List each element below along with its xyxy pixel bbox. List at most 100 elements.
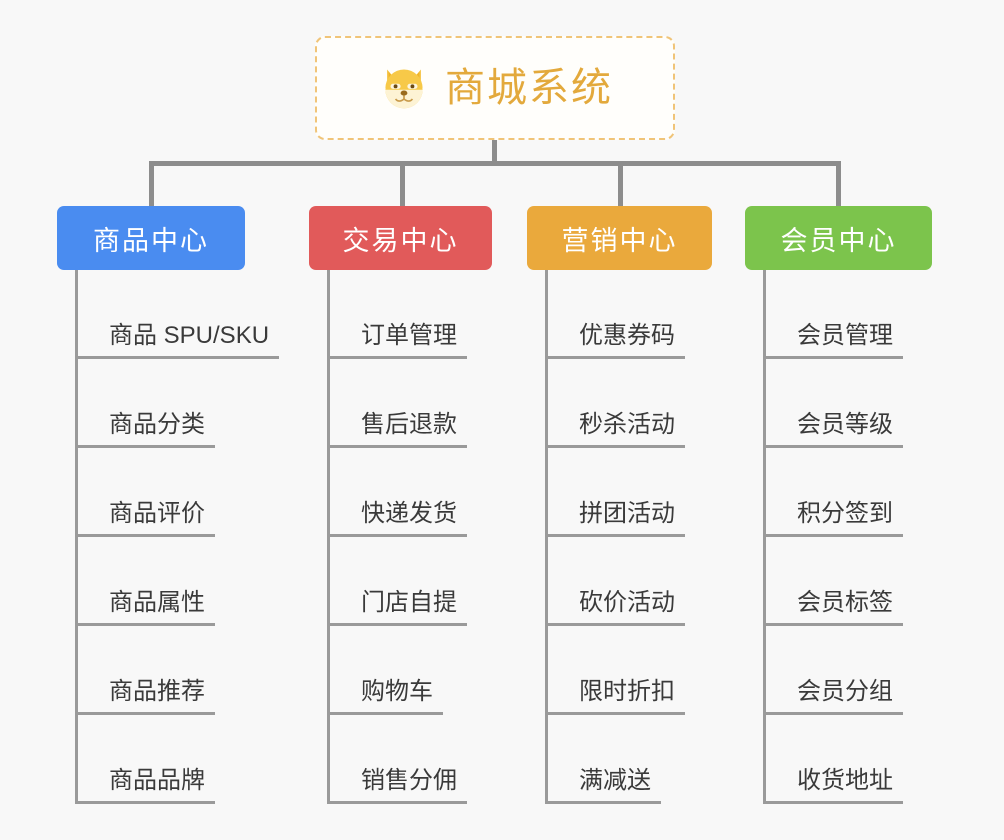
branch-column-4: 会员中心 会员管理 会员等级 积分签到 会员标签 会员分组 收货地址 (745, 206, 932, 804)
leaf-item[interactable]: 售后退款 (327, 359, 492, 448)
category-label: 商品中心 (93, 225, 209, 256)
leaf-underline (763, 712, 903, 715)
leaf-underline (75, 801, 215, 804)
leaf-underline (75, 534, 215, 537)
leaf-label: 满减送 (579, 767, 651, 794)
leaf-item[interactable]: 积分签到 (763, 448, 932, 537)
branch-column-3: 营销中心 优惠券码 秒杀活动 拼团活动 砍价活动 限时折扣 满减送 (527, 206, 712, 804)
connector-trunk (492, 140, 497, 164)
connector-drop-3 (618, 161, 623, 206)
leaf-item[interactable]: 秒杀活动 (545, 359, 712, 448)
leaf-label: 砍价活动 (579, 589, 675, 616)
leaf-item[interactable]: 收货地址 (763, 715, 932, 804)
leaf-spine (327, 270, 330, 804)
leaf-label: 商品 SPU/SKU (109, 322, 270, 349)
leaf-item[interactable]: 销售分佣 (327, 715, 492, 804)
leaf-list-1: 商品 SPU/SKU 商品分类 商品评价 商品属性 商品推荐 商品品牌 (75, 270, 280, 804)
category-header-1[interactable]: 商品中心 (57, 206, 245, 270)
connector-drop-4 (836, 161, 841, 206)
leaf-item[interactable]: 拼团活动 (545, 448, 712, 537)
connector-drop-2 (400, 161, 405, 206)
root-node[interactable]: 商城系统 (315, 36, 675, 140)
leaf-item[interactable]: 商品分类 (75, 359, 245, 448)
leaf-label: 积分签到 (797, 500, 893, 527)
leaf-list-4: 会员管理 会员等级 积分签到 会员标签 会员分组 收货地址 (763, 270, 932, 804)
branch-column-1: 商品中心 商品 SPU/SKU 商品分类 商品评价 商品属性 商品推荐 商品品牌 (57, 206, 280, 804)
root-title: 商城系统 (445, 66, 613, 110)
category-header-4[interactable]: 会员中心 (745, 206, 932, 270)
leaf-label: 限时折扣 (579, 678, 675, 705)
leaf-item[interactable]: 商品推荐 (75, 626, 245, 715)
leaf-label: 秒杀活动 (579, 411, 675, 438)
leaf-underline (545, 445, 685, 448)
leaf-underline (75, 356, 280, 359)
leaf-item[interactable]: 会员管理 (763, 270, 932, 359)
category-label: 交易中心 (342, 225, 459, 256)
leaf-item[interactable]: 会员分组 (763, 626, 932, 715)
leaf-label: 会员分组 (797, 678, 893, 705)
connector-bus (149, 161, 841, 166)
leaf-underline (75, 712, 215, 715)
leaf-label: 商品品牌 (109, 767, 205, 794)
leaf-underline (327, 356, 467, 359)
leaf-label: 商品评价 (109, 500, 205, 527)
leaf-item[interactable]: 门店自提 (327, 537, 492, 626)
leaf-label: 商品分类 (109, 411, 205, 438)
leaf-item[interactable]: 订单管理 (327, 270, 492, 359)
leaf-underline (327, 534, 467, 537)
leaf-underline (327, 712, 443, 715)
leaf-label: 优惠券码 (579, 322, 675, 349)
leaf-label: 拼团活动 (579, 500, 675, 527)
leaf-underline (75, 623, 215, 626)
leaf-underline (545, 356, 685, 359)
leaf-item[interactable]: 砍价活动 (545, 537, 712, 626)
leaf-underline (75, 445, 215, 448)
leaf-label: 订单管理 (361, 322, 457, 349)
leaf-item[interactable]: 优惠券码 (545, 270, 712, 359)
category-header-3[interactable]: 营销中心 (527, 206, 712, 270)
leaf-label: 收货地址 (797, 767, 893, 794)
leaf-item[interactable]: 会员标签 (763, 537, 932, 626)
leaf-item[interactable]: 购物车 (327, 626, 492, 715)
category-label: 营销中心 (561, 225, 678, 256)
leaf-label: 会员等级 (797, 411, 893, 438)
shiba-dog-face-icon (385, 69, 423, 109)
leaf-label: 售后退款 (361, 411, 457, 438)
leaf-label: 商品属性 (109, 589, 205, 616)
leaf-label: 门店自提 (361, 589, 457, 616)
leaf-item[interactable]: 商品评价 (75, 448, 245, 537)
branch-column-2: 交易中心 订单管理 售后退款 快递发货 门店自提 购物车 销售分佣 (309, 206, 492, 804)
leaf-underline (763, 356, 903, 359)
leaf-underline (327, 801, 467, 804)
leaf-underline (545, 801, 661, 804)
leaf-item[interactable]: 快递发货 (327, 448, 492, 537)
leaf-label: 购物车 (361, 678, 433, 705)
leaf-label: 快递发货 (361, 500, 457, 527)
leaf-item[interactable]: 商品 SPU/SKU (75, 270, 280, 359)
leaf-underline (763, 445, 903, 448)
leaf-item[interactable]: 会员等级 (763, 359, 932, 448)
leaf-underline (763, 534, 903, 537)
leaf-list-2: 订单管理 售后退款 快递发货 门店自提 购物车 销售分佣 (327, 270, 492, 804)
leaf-label: 会员管理 (797, 322, 893, 349)
leaf-underline (327, 445, 467, 448)
leaf-spine (75, 270, 78, 804)
leaf-item[interactable]: 满减送 (545, 715, 712, 804)
leaf-item[interactable]: 限时折扣 (545, 626, 712, 715)
leaf-underline (763, 801, 903, 804)
leaf-spine (763, 270, 766, 804)
category-label: 会员中心 (780, 225, 897, 256)
connector-drop-1 (149, 161, 154, 206)
leaf-underline (545, 712, 685, 715)
leaf-item[interactable]: 商品属性 (75, 537, 245, 626)
leaf-item[interactable]: 商品品牌 (75, 715, 245, 804)
category-header-2[interactable]: 交易中心 (309, 206, 492, 270)
leaf-spine (545, 270, 548, 804)
leaf-label: 商品推荐 (109, 678, 205, 705)
leaf-underline (545, 534, 685, 537)
leaf-label: 销售分佣 (361, 767, 457, 794)
leaf-list-3: 优惠券码 秒杀活动 拼团活动 砍价活动 限时折扣 满减送 (545, 270, 712, 804)
leaf-underline (763, 623, 903, 626)
leaf-underline (545, 623, 685, 626)
